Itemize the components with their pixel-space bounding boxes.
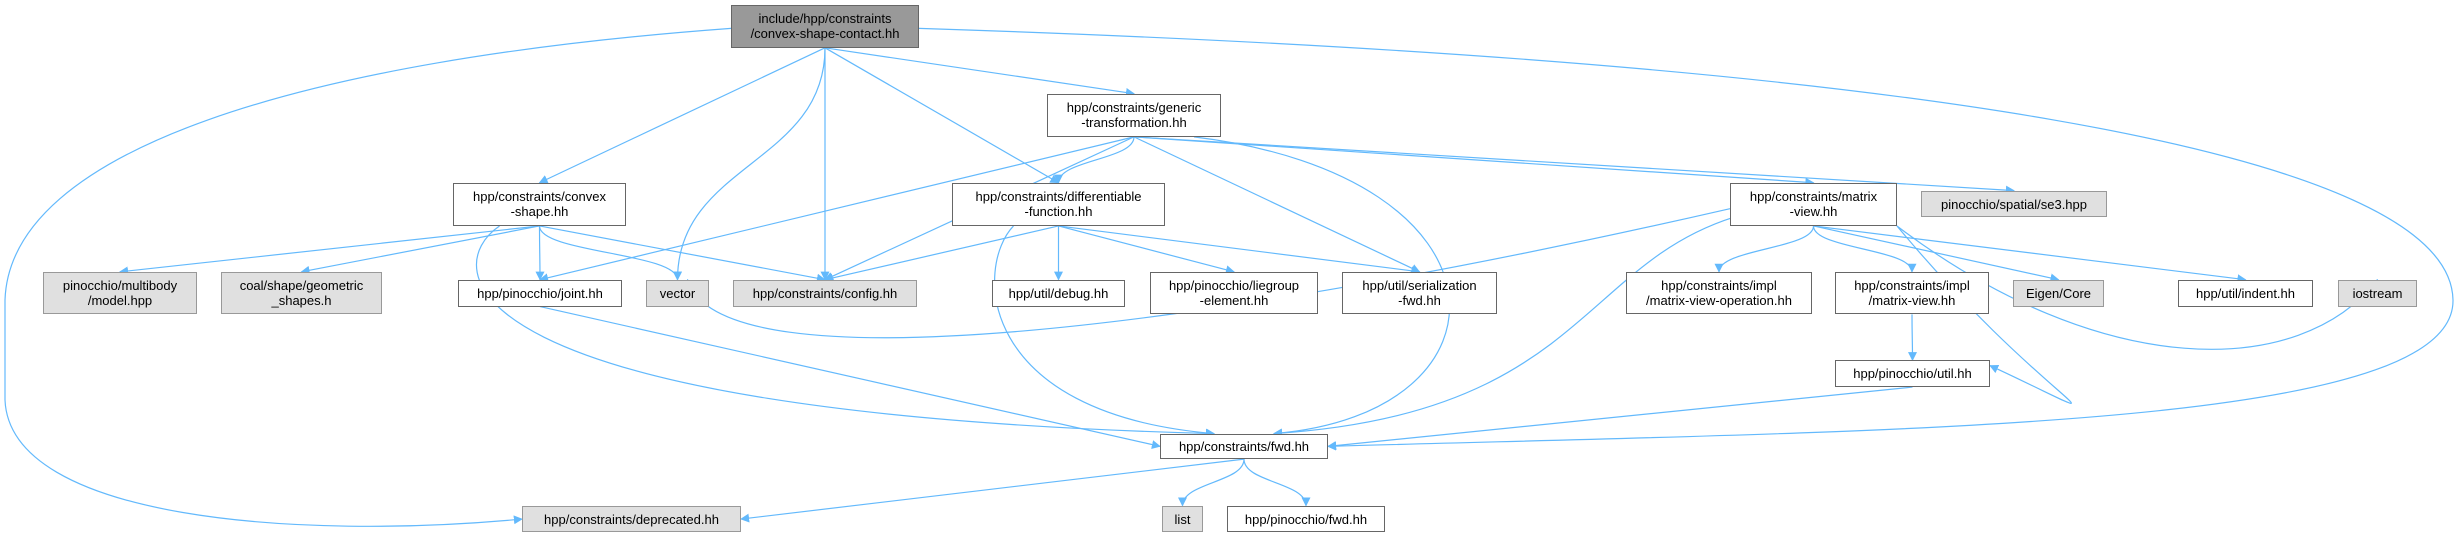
edge-generic_transformation-to-joint	[539, 136, 1135, 283]
edge-pin_util-to-fwd	[1327, 386, 1913, 451]
node-geometric-shapes: coal/shape/geometric _shapes.h	[221, 271, 382, 315]
edge-matrix_view-to-eigen	[1813, 225, 2060, 283]
node-pinocchio-util[interactable]: hpp/pinocchio/util.hh	[1835, 360, 1990, 388]
edge-convex_shape-to-fwd	[475, 225, 1215, 438]
node-constraints-fwd[interactable]: hpp/constraints/fwd.hh	[1160, 433, 1328, 460]
node-liegroup-element[interactable]: hpp/pinocchio/liegroup -element.hh	[1150, 271, 1318, 315]
node-debug[interactable]: hpp/util/debug.hh	[992, 279, 1125, 307]
edge-convex_shape-to-joint	[535, 225, 545, 281]
node-se3: pinocchio/spatial/se3.hpp	[1921, 190, 2107, 218]
edge-root-to-convex_shape	[538, 47, 826, 184]
node-vector: vector	[646, 279, 709, 307]
edge-fwd-to-list	[1178, 459, 1245, 507]
edge-matrix_view-to-impl_mv	[1812, 225, 1917, 273]
node-generic-transformation[interactable]: hpp/constraints/generic -transformation.…	[1047, 93, 1221, 137]
node-pinocchio-fwd[interactable]: hpp/pinocchio/fwd.hh	[1227, 505, 1385, 533]
edge-joint-to-fwd	[539, 305, 1161, 449]
edge-root-to-generic_transformation	[824, 47, 1135, 97]
node-impl-matrix-view[interactable]: hpp/constraints/impl /matrix-view.hh	[1835, 271, 1989, 315]
edge-fwd-to-pin_fwd	[1243, 459, 1311, 507]
edge-impl_mv-to-pin_util	[1907, 314, 1917, 362]
edge-convex_shape-to-vector	[538, 225, 682, 281]
node-joint[interactable]: hpp/pinocchio/joint.hh	[458, 279, 622, 307]
node-eigen-core: Eigen/Core	[2013, 279, 2104, 307]
node-model: pinocchio/multibody /model.hpp	[43, 271, 197, 315]
node-list: list	[1162, 505, 1203, 533]
node-root-convex-shape-contact: include/hpp/constraints /convex-shape-co…	[731, 4, 919, 48]
edge-convex_shape-to-config	[539, 225, 826, 283]
edge-matrix_view-to-vector	[685, 208, 1731, 339]
edge-differentiable_function-to-serialization	[1058, 225, 1421, 276]
edge-fwd-to-deprecated	[740, 458, 1245, 523]
edge-root-to-fwd	[918, 27, 2454, 451]
node-iostream: iostream	[2338, 279, 2417, 307]
edge-root-to-deprecated	[4, 27, 732, 527]
edge-differentiable_function-to-liegroup	[1058, 225, 1235, 275]
edge-convex_shape-to-geometric_shapes	[300, 225, 540, 275]
node-differentiable-function[interactable]: hpp/constraints/differentiable -function…	[952, 182, 1165, 226]
edge-matrix_view-to-indent	[1813, 225, 2247, 284]
node-convex-shape[interactable]: hpp/constraints/convex -shape.hh	[453, 182, 626, 226]
node-indent[interactable]: hpp/util/indent.hh	[2178, 279, 2313, 307]
edge-generic_transformation-to-differentiable_function	[1054, 136, 1135, 184]
node-deprecated: hpp/constraints/deprecated.hh	[522, 505, 741, 533]
edge-differentiable_function-to-config	[824, 225, 1059, 283]
node-impl-matrix-view-operation[interactable]: hpp/constraints/impl /matrix-view-operat…	[1626, 271, 1812, 315]
node-config: hpp/constraints/config.hh	[733, 279, 917, 307]
node-serialization-fwd[interactable]: hpp/util/serialization -fwd.hh	[1342, 271, 1497, 315]
node-matrix-view[interactable]: hpp/constraints/matrix -view.hh	[1730, 182, 1897, 226]
edge-matrix_view-to-fwd	[1273, 216, 1734, 438]
edge-differentiable_function-to-fwd	[994, 225, 1215, 438]
edge-convex_shape-to-model	[119, 225, 540, 276]
edge-generic_transformation-to-se3	[1133, 136, 2015, 195]
edge-generic_transformation-to-matrix_view	[1133, 136, 1815, 187]
edge-generic_transformation-to-serialization	[1133, 136, 1421, 273]
edge-matrix_view-to-impl_op	[1714, 225, 1815, 273]
edge-root-to-differentiable_function	[824, 47, 1060, 184]
edge-root-to-vector	[673, 47, 826, 281]
